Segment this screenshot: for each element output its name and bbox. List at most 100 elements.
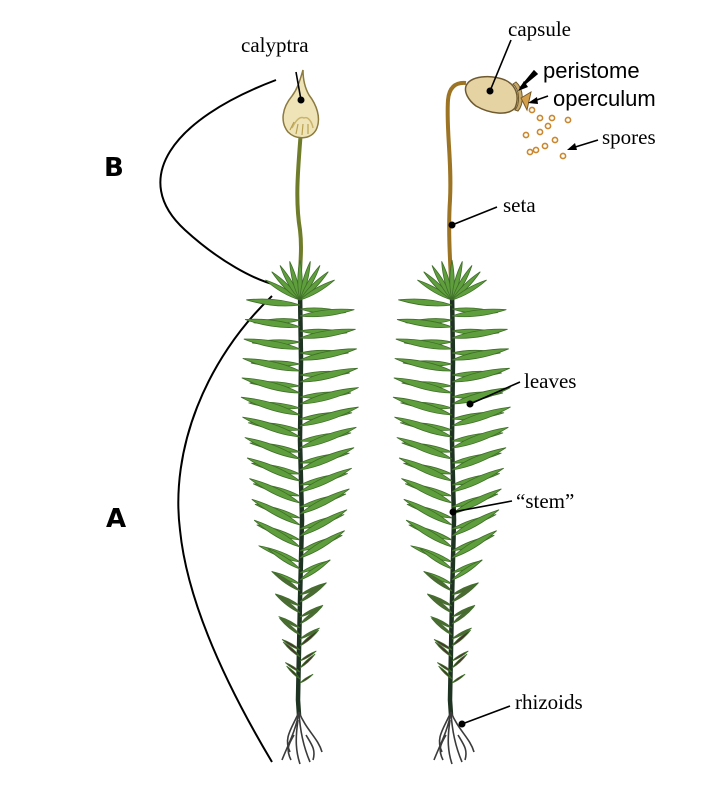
- leaf: [299, 426, 357, 449]
- capsule-pointer: [489, 39, 512, 92]
- leaf: [240, 396, 301, 416]
- spore: [536, 114, 544, 122]
- leaf: [241, 377, 301, 394]
- leaf: [419, 547, 453, 570]
- leaf: [398, 298, 453, 307]
- leaf: [299, 367, 358, 383]
- region-a-label: A: [106, 504, 126, 534]
- leaf: [299, 447, 355, 471]
- leaf: [394, 358, 453, 372]
- leaf: [299, 673, 314, 684]
- leaf: [433, 639, 453, 651]
- leaf: [401, 478, 453, 504]
- leaf: [423, 570, 453, 592]
- leaf: [438, 665, 453, 680]
- region-b-label: B: [104, 153, 124, 183]
- leaf: [253, 519, 301, 548]
- leaves-pointer: [469, 381, 521, 405]
- leaf: [451, 582, 479, 603]
- leaf: [274, 593, 301, 607]
- leaf: [395, 338, 453, 350]
- leaf: [249, 478, 301, 504]
- leaf: [246, 457, 301, 482]
- leaf: [299, 328, 356, 339]
- spores-pointer: [571, 139, 599, 149]
- leaf: [267, 547, 301, 570]
- rhizoids-pointer: [461, 705, 511, 725]
- leaf: [299, 653, 316, 669]
- operculum-cap: [520, 90, 532, 112]
- leaf: [451, 653, 468, 669]
- leaf: [451, 629, 471, 647]
- leaf: [271, 570, 301, 592]
- spore: [564, 116, 572, 124]
- leaf: [285, 662, 301, 673]
- spore: [541, 142, 549, 150]
- spore: [528, 106, 536, 114]
- region-b-bracket: [159, 79, 277, 286]
- pointer-lines: [295, 39, 599, 725]
- leaf: [275, 594, 301, 614]
- leaf: [299, 559, 331, 581]
- right-leaves: [392, 259, 511, 684]
- operculum-arrowhead: [528, 97, 538, 104]
- leaf: [451, 426, 509, 449]
- label-calyptra: calyptra: [241, 33, 309, 57]
- region-a-bracket: [177, 295, 273, 763]
- leaf: [451, 367, 510, 383]
- leaf: [451, 509, 500, 537]
- leaf: [430, 616, 453, 629]
- leaf: [243, 338, 301, 350]
- leaf: [451, 673, 466, 684]
- leaf: [299, 650, 317, 662]
- leaf: [299, 530, 345, 559]
- leaf: [451, 650, 469, 662]
- leaf: [451, 406, 511, 427]
- left-leaves: [240, 259, 359, 684]
- label-leaves: leaves: [524, 369, 576, 393]
- leaf: [426, 593, 453, 607]
- leaf: [299, 348, 357, 361]
- leaf: [451, 308, 507, 318]
- leaf: [451, 604, 476, 618]
- leaf: [405, 519, 453, 548]
- leaf: [242, 416, 301, 438]
- leaf: [396, 318, 453, 328]
- leaf: [251, 498, 301, 526]
- leaf: [451, 447, 507, 471]
- label-spores: spores: [602, 125, 656, 149]
- label-capsule: capsule: [508, 17, 571, 41]
- spores-arrowhead: [567, 143, 577, 150]
- peristome-arrowhead: [518, 81, 528, 91]
- leaf: [299, 629, 319, 647]
- leaf: [299, 488, 350, 515]
- leaf: [437, 662, 453, 673]
- leaf: [451, 348, 509, 361]
- leaf: [403, 498, 453, 526]
- leaf: [451, 328, 508, 339]
- leaf: [451, 606, 475, 625]
- spore: [532, 146, 540, 154]
- spore: [522, 131, 530, 139]
- leaf: [451, 279, 487, 301]
- spores-cluster: [522, 106, 572, 160]
- spore: [544, 122, 552, 130]
- leaf: [427, 594, 453, 614]
- leaf: [451, 627, 472, 640]
- leaf: [299, 467, 352, 493]
- leaf: [396, 437, 453, 460]
- leaf: [246, 298, 301, 307]
- stem-pointer: [452, 500, 513, 513]
- leaf: [431, 617, 453, 636]
- spore: [548, 114, 556, 122]
- leaf: [282, 641, 301, 658]
- leaf: [451, 530, 497, 559]
- right-seta: [445, 80, 467, 301]
- leaf: [278, 616, 301, 629]
- leaf: [299, 627, 320, 640]
- leaf: [244, 318, 301, 328]
- label-rhizoids: rhizoids: [515, 690, 583, 714]
- leaf: [281, 639, 301, 651]
- label-operculum: operculum: [553, 86, 656, 111]
